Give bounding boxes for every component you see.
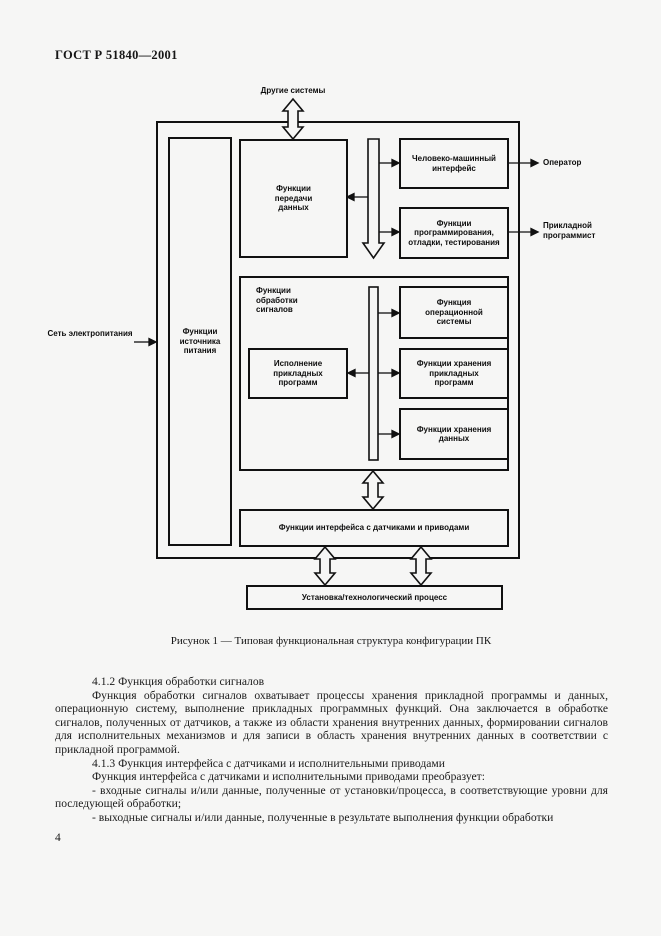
heading-4-1-3: 4.1.3 Функция интерфейса с датчиками и и… — [92, 756, 445, 770]
bullet-input-signals: - входные сигналы и/или данные, полученн… — [55, 783, 608, 811]
signal-processing-label: Функции обработки сигналов — [256, 286, 298, 314]
power-supply-function-box: Функции источника питания — [168, 137, 232, 546]
operator-label: Оператор — [543, 158, 582, 167]
heading-4-1-2: 4.1.2 Функция обработки сигналов — [92, 675, 265, 688]
application-programmer-label: Прикладной программист — [543, 221, 596, 240]
other-systems-label: Другие системы — [260, 86, 326, 95]
data-storage-function-box: Функции хранения данных — [399, 408, 509, 460]
app-storage-function-box: Функции хранения прикладных программ — [399, 348, 509, 399]
human-machine-interface-box: Человеко-машинный интерфейс — [399, 138, 509, 189]
figure-caption: Рисунок 1 — Типовая функциональная струк… — [170, 635, 492, 647]
sensor-actuator-interface-box: Функции интерфейса с датчиками и привода… — [239, 509, 509, 547]
os-function-box: Функция операционной системы — [399, 286, 509, 339]
paragraph-4-1-2: Функция обработки сигналов охватывает пр… — [55, 688, 608, 756]
paragraph-4-1-3: Функция интерфейса с датчиками и исполни… — [92, 770, 485, 784]
bullet-output-signals: - выходные сигналы и/или данные, получен… — [92, 810, 554, 824]
page-number: 4 — [55, 832, 61, 844]
programming-debug-test-box: Функции программирования, отладки, тести… — [399, 207, 509, 259]
data-transfer-function-box: Функции передачи данных — [239, 139, 348, 258]
app-execution-box: Исполнение прикладных программ — [248, 348, 348, 399]
plant-process-box: Установка/технологический процесс — [246, 585, 503, 610]
doc-header: ГОСТ Р 51840—2001 — [55, 48, 178, 62]
power-net-label: Сеть электропитания — [47, 329, 133, 338]
